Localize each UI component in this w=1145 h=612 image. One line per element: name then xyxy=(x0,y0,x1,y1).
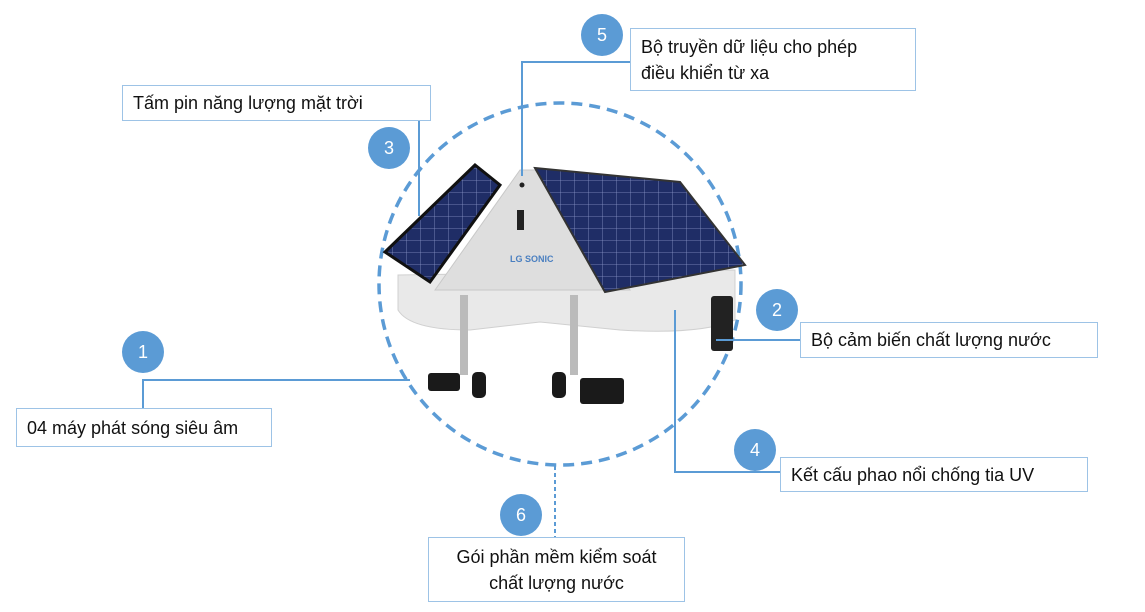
callout-label-ultrasonic: 04 máy phát sóng siêu âm xyxy=(16,408,272,447)
callout-number-6: 6 xyxy=(500,494,542,536)
label-line: Gói phần mềm kiểm soát xyxy=(456,546,657,567)
label-line: chất lượng nước xyxy=(489,572,624,593)
callout-number-1: 1 xyxy=(122,331,164,373)
boundary-dashed-circle xyxy=(377,101,743,467)
label-line: Bộ truyền dữ liệu cho phép xyxy=(641,36,858,57)
callout-number-2: 2 xyxy=(756,289,798,331)
solar-panel-left xyxy=(382,163,503,285)
water-quality-sensor xyxy=(711,296,733,351)
label-line: điều khiển từ xa xyxy=(641,62,770,83)
callout-number-4: 4 xyxy=(734,429,776,471)
callout-number-5: 5 xyxy=(581,14,623,56)
callout-label-water-sensor: Bộ cảm biến chất lượng nước xyxy=(800,322,1098,358)
callout-number-3: 3 xyxy=(368,127,410,169)
callout-label-float: Kết cấu phao nổi chống tia UV xyxy=(780,457,1088,492)
callout-label-solar-panel: Tấm pin năng lượng mặt trời xyxy=(122,85,431,121)
solar-panel-right xyxy=(533,166,747,294)
ultrasonic-transducers xyxy=(428,372,624,404)
callout-label-software: Gói phần mềm kiểm soát chất lượng nước xyxy=(428,537,685,602)
device-logo: LG SONIC xyxy=(510,254,554,264)
callout-label-data-transmitter: Bộ truyền dữ liệu cho phép điều khiển từ… xyxy=(630,28,916,91)
